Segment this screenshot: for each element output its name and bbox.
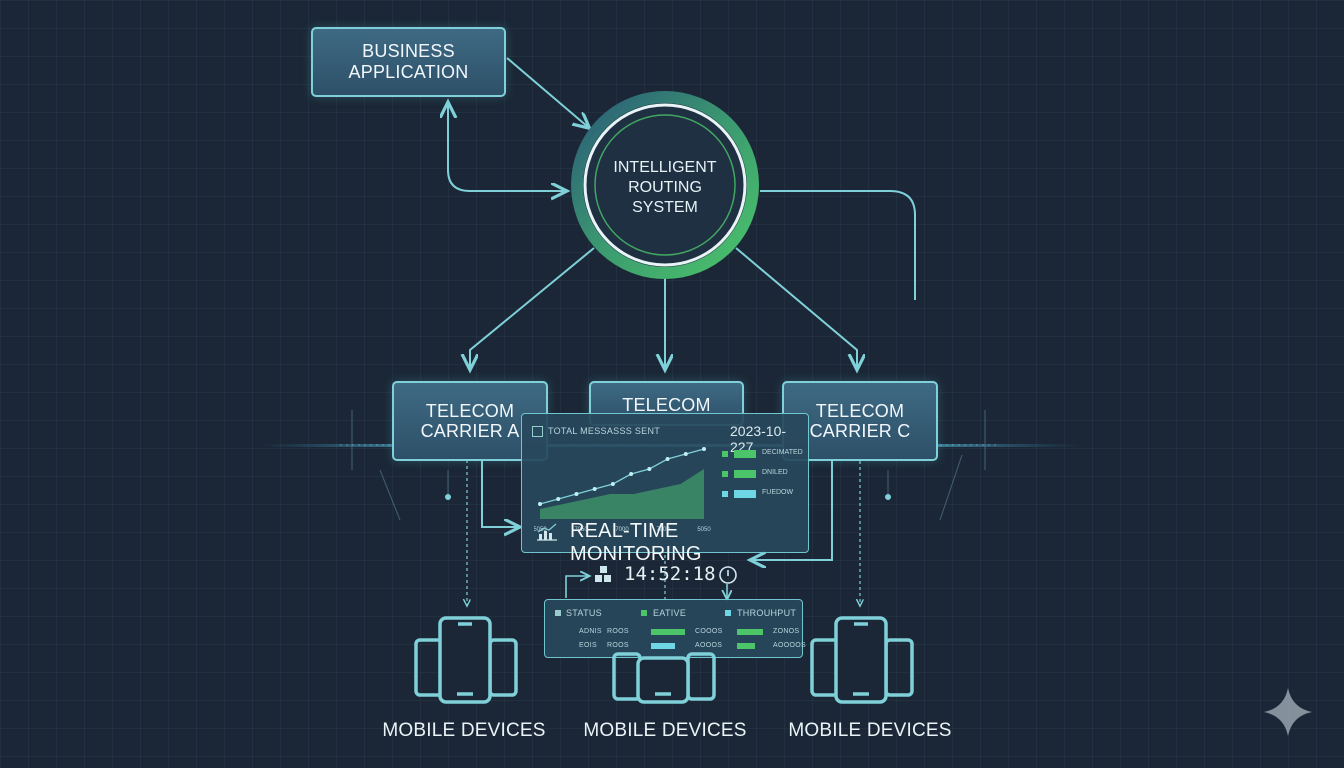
routing-inner-ring2 — [594, 114, 736, 256]
arrow-loop-back — [448, 104, 565, 192]
x-tick-label: 7050 — [574, 527, 588, 533]
right-branch-line — [760, 190, 916, 300]
carrier-a-line1: TELECOM — [425, 401, 515, 421]
legend-label: DNILED — [762, 469, 788, 476]
status-row1-cell4: ZONOS — [773, 628, 800, 635]
blocks-icon — [595, 566, 611, 582]
routing-system-label: INTELLIGENT ROUTING SYSTEM — [585, 158, 745, 218]
monitor-header-label: TOTAL MESSASSS SENT — [548, 426, 661, 436]
business-application-line1: BUSINESS — [362, 41, 455, 61]
status-col2-marker — [641, 610, 647, 616]
x-tick-label: 7000 — [656, 527, 670, 533]
status-col1-marker — [555, 610, 561, 616]
mobile-devices-label-right: MOBILE DEVICES — [788, 720, 952, 741]
status-row-1: ADNIS ROOS COOOS ZONOS — [555, 628, 799, 638]
status-row2-cell2: ROOS — [607, 642, 629, 649]
carrier-b-line1: TELECOM — [622, 395, 711, 415]
arrow-to-carrier-a — [470, 247, 595, 368]
x-tick-label: 5050 — [697, 527, 711, 533]
status-col3: THROUHPUT — [737, 608, 797, 618]
status-row2-cell1: EOIS — [579, 642, 597, 649]
arrow-to-carrier-c — [735, 247, 857, 368]
legend-item: DECIMATED — [722, 448, 807, 468]
mobile-devices-label-left: MOBILE DEVICES — [382, 720, 546, 741]
business-application-line2: APPLICATION — [348, 62, 469, 82]
status-bar — [737, 629, 763, 635]
arrow-app-to-routing — [506, 57, 588, 127]
chart-area — [540, 469, 704, 519]
deco-dot — [885, 494, 891, 500]
status-bar — [651, 629, 685, 635]
status-row2-cell4: AOOOOS — [773, 642, 806, 649]
chart-point — [556, 497, 561, 501]
status-row1-cell2: ROOS — [607, 628, 629, 635]
deco-lines — [351, 410, 986, 521]
carrier-c-line2: CARRIER C — [809, 421, 911, 441]
mobile-devices-group-center — [612, 652, 716, 704]
chart-point — [574, 492, 579, 496]
chart-point — [683, 452, 688, 456]
legend-bar — [734, 450, 756, 458]
legend-item: FUEDOW — [722, 488, 807, 508]
clock-time: 14:52:18 — [624, 563, 716, 585]
legend-marker — [722, 491, 728, 497]
chart-icon — [536, 522, 558, 542]
status-row1-cell1: ADNIS — [579, 628, 602, 635]
legend-label: DECIMATED — [762, 449, 803, 456]
legend-label: FUEDOW — [762, 489, 794, 496]
monitor-grid-icon — [532, 426, 543, 437]
routing-line2: ROUTING — [628, 179, 702, 196]
arrow-clock-left — [565, 576, 588, 598]
status-col3-marker — [725, 610, 731, 616]
legend-item: DNILED — [722, 468, 807, 488]
sparkle-icon — [1264, 688, 1312, 736]
chart-point — [665, 457, 670, 461]
business-application-node: BUSINESS APPLICATION — [311, 27, 506, 97]
carrier-a-line2: CARRIER A — [420, 421, 520, 441]
legend-bar — [734, 470, 756, 478]
monitor-legend: DECIMATED DNILED FUEDOW — [722, 448, 807, 508]
chart-point — [629, 472, 634, 476]
status-row2-cell3: AOOOS — [695, 642, 723, 649]
status-col1: STATUS — [566, 608, 602, 618]
chart-line — [539, 448, 705, 505]
status-bar — [651, 643, 675, 649]
mobile-devices-group-right — [810, 616, 914, 704]
legend-marker — [722, 451, 728, 457]
legend-marker — [722, 471, 728, 477]
legend-bar — [734, 490, 756, 498]
status-bar — [737, 643, 755, 649]
chart-point — [647, 467, 652, 471]
status-col2: EATIVE — [653, 608, 687, 618]
chart-point — [610, 482, 615, 486]
chart-point — [592, 487, 597, 491]
x-tick-label: 7000 — [615, 527, 629, 533]
arrow-carrier-a-to-monitor — [481, 460, 518, 527]
clock-group: 14:52:18 — [592, 562, 742, 588]
status-row-2: EOIS ROOS AOOOS AOOOOS — [555, 642, 806, 652]
mobile-devices-group-left — [414, 616, 518, 704]
mobile-devices-label-center: MOBILE DEVICES — [583, 720, 747, 741]
deco-dot — [445, 494, 451, 500]
monitor-title: REAL-TIME MONITORING — [570, 520, 702, 565]
carrier-c-line1: TELECOM — [815, 401, 905, 421]
status-panel: STATUS EATIVE THROUHPUT ADNIS ROOS COOOS… — [544, 599, 806, 658]
status-row1-cell3: COOOS — [695, 628, 723, 635]
clock-icon — [719, 566, 737, 584]
arrow-carrier-c-to-monitor — [752, 455, 833, 560]
routing-line3: SYSTEM — [632, 199, 698, 216]
routing-line1: INTELLIGENT — [613, 159, 717, 176]
chart-point — [538, 502, 542, 506]
routing-inner-ring — [583, 103, 747, 267]
chart-point — [702, 447, 706, 451]
